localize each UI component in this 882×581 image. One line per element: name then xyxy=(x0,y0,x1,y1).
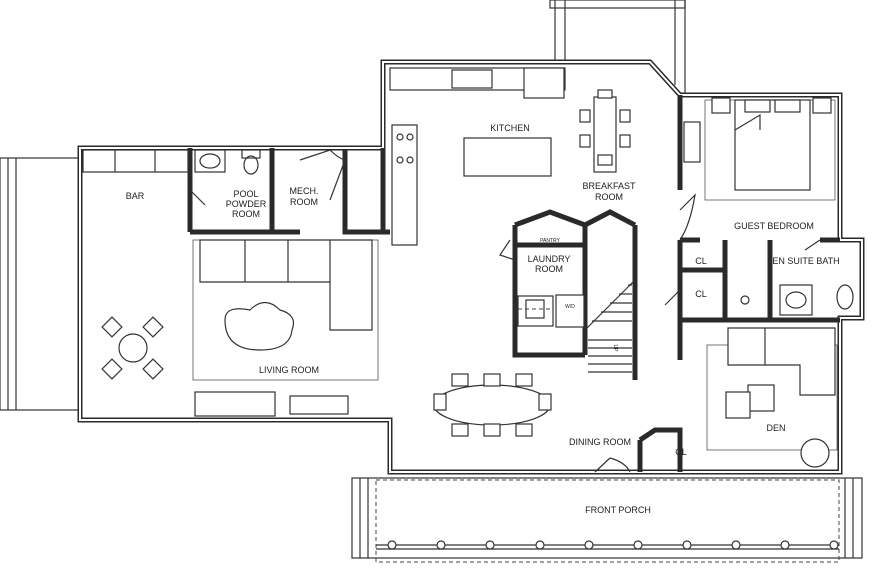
label-en-suite-bath: EN SUITE BATH xyxy=(772,256,839,266)
guest-bedroom-furniture xyxy=(683,97,854,316)
label-pantry: PANTRY xyxy=(540,238,560,244)
rear-deck xyxy=(549,0,686,95)
kitchen-island xyxy=(463,137,552,177)
label-wd: W/D xyxy=(565,304,575,310)
label-breakfast: BREAKFAST xyxy=(582,181,636,191)
dining-chair xyxy=(483,373,501,387)
label-living-room: LIVING ROOM xyxy=(259,365,319,375)
porch-column xyxy=(633,540,643,550)
label-closet-1: CL xyxy=(695,256,707,266)
dining-chair xyxy=(433,393,447,411)
exterior-walls xyxy=(77,59,865,475)
porch-column xyxy=(780,540,790,550)
dining-chair xyxy=(451,373,469,387)
label-closet-2: CL xyxy=(695,289,707,299)
label-front-porch: FRONT PORCH xyxy=(585,505,651,515)
label-den: DEN xyxy=(766,423,785,433)
dining-chair xyxy=(538,393,552,411)
porch-column xyxy=(682,540,692,550)
porch-column xyxy=(535,540,545,550)
label-kitchen: KITCHEN xyxy=(490,123,530,133)
sink-icon xyxy=(451,69,493,89)
label-pool-powder-3: ROOM xyxy=(232,209,260,219)
porch-column xyxy=(731,540,741,550)
dining-chair xyxy=(483,423,501,437)
dining-chair xyxy=(451,423,469,437)
stair xyxy=(584,279,636,373)
windows xyxy=(79,130,841,473)
doors xyxy=(189,149,821,473)
living-room-furniture xyxy=(192,239,379,417)
label-breakfast-2: ROOM xyxy=(595,192,623,202)
label-stair-up: UP xyxy=(612,345,618,353)
label-pool-powder-2: POWDER xyxy=(226,199,267,209)
bar-fixtures xyxy=(82,149,261,380)
label-closet-3: CL xyxy=(675,447,687,457)
porch-column xyxy=(387,540,397,550)
label-guest-bedroom: GUEST BEDROOM xyxy=(734,221,814,231)
left-deck xyxy=(0,157,81,411)
porch-column xyxy=(436,540,446,550)
label-laundry-2: ROOM xyxy=(535,264,563,274)
porch-column xyxy=(485,540,495,550)
dining-chair xyxy=(515,423,533,437)
porch-column xyxy=(829,540,839,550)
washer-dryer xyxy=(555,294,585,328)
bar-table-set xyxy=(101,316,164,380)
dining-table-set xyxy=(433,373,552,437)
front-porch xyxy=(351,477,863,563)
laundry-fixtures xyxy=(517,294,585,328)
den-furniture xyxy=(706,327,838,468)
kitchen-fixtures xyxy=(389,67,631,246)
label-mech: MECH. xyxy=(290,186,319,196)
label-laundry: LAUNDRY xyxy=(528,254,571,264)
porch-column xyxy=(584,540,594,550)
label-pool-powder: POOL xyxy=(233,189,258,199)
dining-chair xyxy=(515,373,533,387)
label-dining-room: DINING ROOM xyxy=(569,437,631,447)
bed xyxy=(734,99,811,191)
label-bar: BAR xyxy=(126,191,145,201)
label-mech-2: ROOM xyxy=(290,197,318,207)
